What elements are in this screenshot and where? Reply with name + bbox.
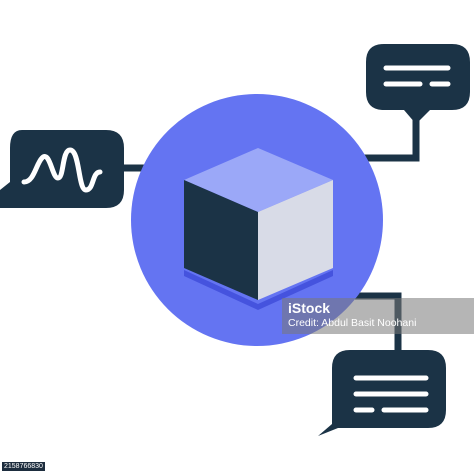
watermark-credit: Credit: Abdul Basit Noohani xyxy=(288,317,417,329)
connector-top-right xyxy=(362,110,420,162)
stock-watermark: iStock Credit: Abdul Basit Noohani xyxy=(282,298,474,334)
cube-left-face xyxy=(184,180,258,300)
waveform-icon xyxy=(21,147,103,193)
cube-icon xyxy=(184,148,333,310)
top-speech-bubble xyxy=(366,44,470,124)
cube-top-face xyxy=(184,148,333,212)
text-lines-icon xyxy=(383,65,451,87)
stock-id: 2158766830 xyxy=(2,462,45,471)
cube-right-face xyxy=(258,180,333,300)
waveform-speech-bubble xyxy=(0,130,124,208)
watermark-brand: iStock xyxy=(288,300,331,316)
text-lines-icon xyxy=(353,375,429,413)
bottom-speech-bubble xyxy=(318,350,446,436)
